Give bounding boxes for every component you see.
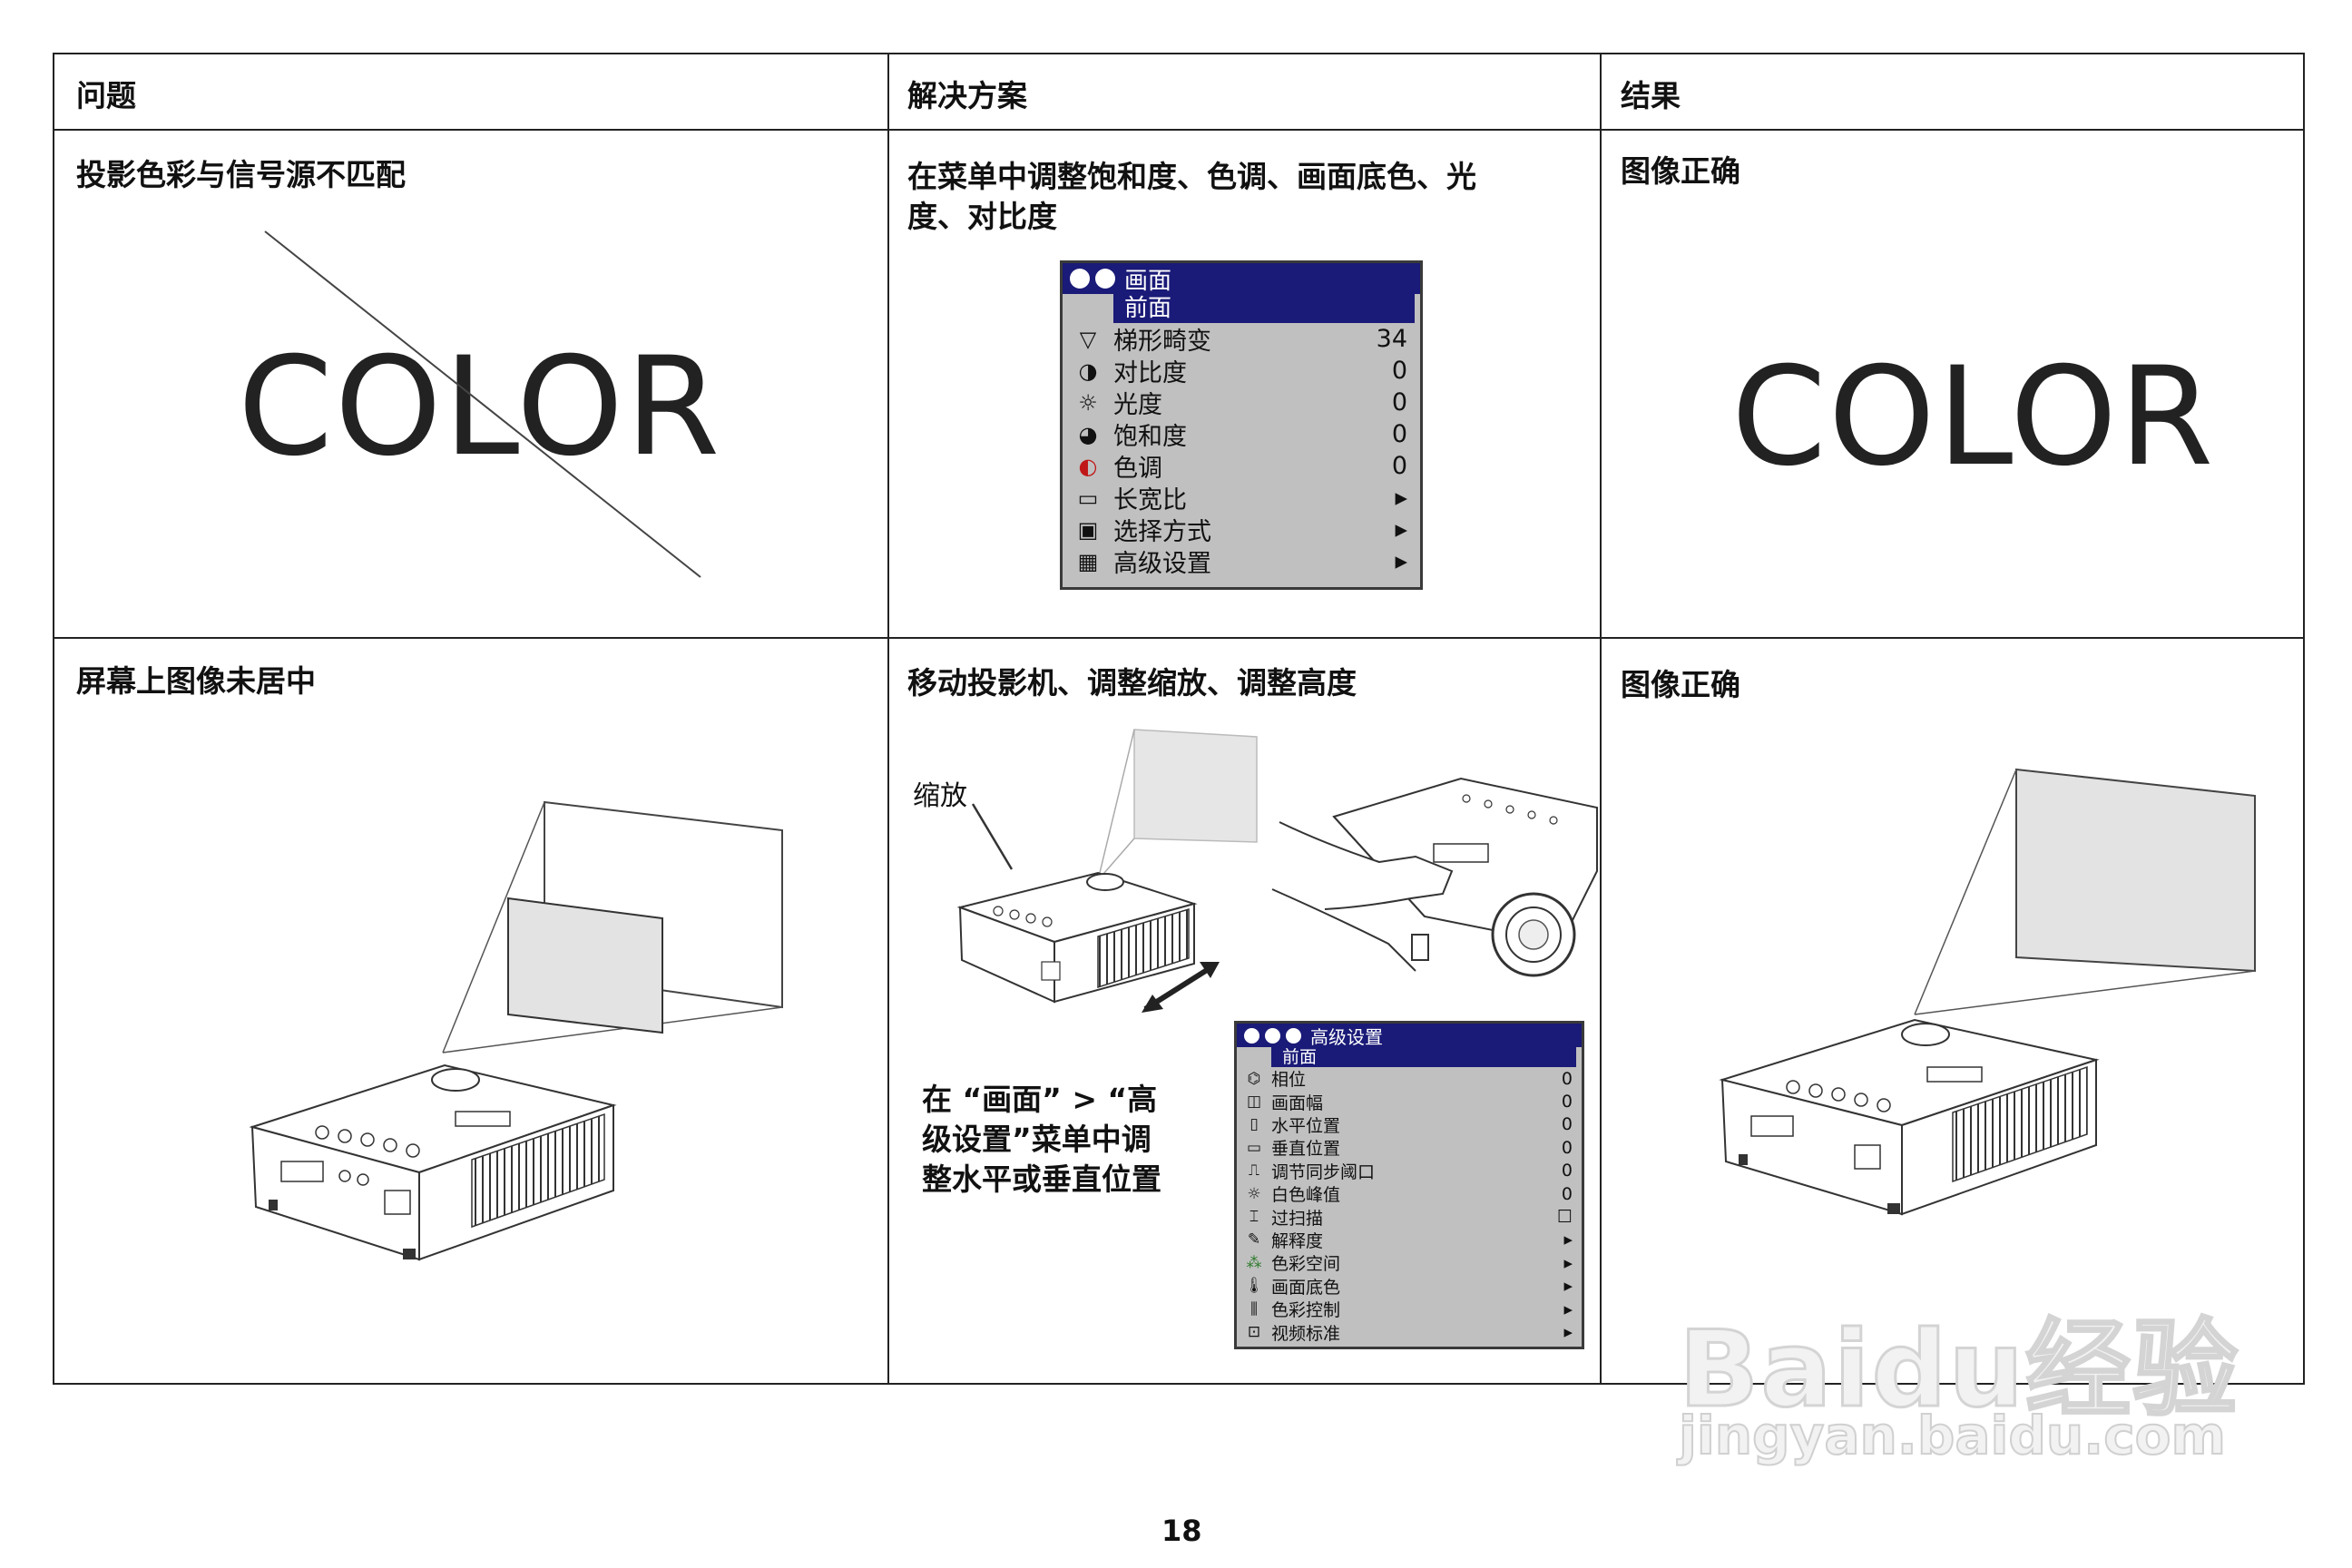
- troubleshooting-table: [53, 53, 2305, 1385]
- small-screen: [1133, 729, 1258, 843]
- horizontal-position-icon: ▯: [1250, 1115, 1259, 1134]
- brightness-icon: ☼: [1078, 389, 1098, 416]
- overscan-icon: ⌶: [1249, 1208, 1259, 1227]
- picture-menu-crumb[interactable]: 前面: [1113, 294, 1415, 323]
- menu-item-vertical-position[interactable]: ▭ 垂直位置 0: [1237, 1136, 1582, 1160]
- header-problem: 问题: [76, 78, 136, 113]
- overscan-checkbox[interactable]: ☐: [1556, 1207, 1573, 1228]
- zoom-direction-arrows: [1142, 962, 1220, 1013]
- menu-item-phase[interactable]: ⌬ 相位 0: [1237, 1067, 1582, 1091]
- row1-problem: 投影色彩与信号源不匹配: [76, 157, 406, 192]
- menu-item-keystone[interactable]: ▽ 梯形畸变 34: [1063, 323, 1420, 356]
- resolution-icon: ✎: [1247, 1230, 1261, 1250]
- menu-item-resolution[interactable]: ✎ 解释度 ▸: [1237, 1229, 1582, 1251]
- advanced-menu-titlebar: 高级设置: [1237, 1024, 1582, 1048]
- picture-menu-title: 画面: [1124, 267, 1172, 295]
- row1-result: 图像正确: [1621, 153, 1740, 189]
- menu-item-color-control[interactable]: ⫼ 色彩控制 ▸: [1237, 1298, 1582, 1321]
- menu-item-advanced[interactable]: ▦ 高级设置 ▸: [1063, 545, 1420, 578]
- header-solution: 解决方案: [907, 78, 1027, 113]
- menu-item-horizontal-position[interactable]: ▯ 水平位置 0: [1237, 1113, 1582, 1136]
- menu-dot-icon: [1070, 269, 1090, 289]
- advanced-menu: 高级设置 前面 ⌬ 相位 0 ◫ 画面幅 0 ▯ 水平位置 0 ▭ 垂直位置 0…: [1234, 1021, 1584, 1349]
- menu-item-brightness[interactable]: ☼ 光度 0: [1063, 387, 1420, 419]
- header-result: 结果: [1621, 78, 1681, 113]
- picture-menu: 画面 前面 ▽ 梯形畸变 34 ◑ 对比度 0 ☼ 光度 0 ◕ 饱和度 0 ◐…: [1060, 260, 1423, 590]
- projector-icon: [1719, 1018, 2100, 1216]
- zoom-pointer-line: [971, 803, 1014, 870]
- beam-line: [442, 801, 545, 1054]
- color-control-icon: ⫼: [1250, 1299, 1258, 1318]
- menu-item-white-peaking[interactable]: ☼ 白色峰值 0: [1237, 1182, 1582, 1206]
- aspect-ratio-icon: ▭: [1077, 485, 1099, 511]
- color-temperature-icon: 🌡: [1244, 1277, 1264, 1296]
- menu-dot-icon: [1286, 1027, 1301, 1044]
- projector-icon: [249, 1063, 617, 1261]
- strike-diagonal: [264, 230, 701, 578]
- beam-line: [442, 1006, 783, 1054]
- menu-item-sync-threshold[interactable]: ⎍ 调节同步阈口 0: [1237, 1160, 1582, 1182]
- menu-item-tracking[interactable]: ◫ 画面幅 0: [1237, 1090, 1582, 1113]
- baidu-watermark: Baidu经验: [1677, 1308, 2240, 1433]
- menu-item-saturation[interactable]: ◕ 饱和度 0: [1063, 418, 1420, 451]
- keystone-icon: ▽: [1079, 326, 1097, 352]
- menu-item-video-standard[interactable]: ⊡ 视频标准 ▸: [1237, 1320, 1582, 1344]
- row-divider: [54, 637, 2303, 639]
- menu-item-overscan[interactable]: ⌶ 过扫描 ☐: [1237, 1205, 1582, 1229]
- advanced-menu-title: 高级设置: [1310, 1025, 1383, 1048]
- advanced-menu-crumb[interactable]: 前面: [1271, 1047, 1576, 1067]
- menu-level-dots: [1244, 1027, 1301, 1044]
- adjust-position-instruction: 在 “画面” > “高 级设置”菜单中调 整水平或垂直位置: [922, 1082, 1161, 1197]
- saturation-icon: ◕: [1078, 421, 1098, 447]
- row1-solution-line1: 在菜单中调整饱和度、色调、画面底色、光: [907, 159, 1476, 194]
- color-sample-wrong: COLOR: [238, 328, 722, 486]
- hand-adjusting-lens-illustration: [1271, 777, 1598, 977]
- menu-item-presets[interactable]: ▣ 选择方式 ▸: [1063, 514, 1420, 546]
- menu-dot-icon: [1265, 1027, 1280, 1044]
- menu-item-tint[interactable]: ◐ 色调 0: [1063, 450, 1420, 483]
- menu-level-dots: [1070, 269, 1115, 289]
- vertical-position-icon: ▭: [1246, 1138, 1262, 1157]
- video-standard-icon: ⊡: [1247, 1322, 1261, 1341]
- beam-line: [1914, 970, 2256, 1015]
- page-number: 18: [1161, 1514, 1202, 1548]
- header-divider: [54, 129, 2303, 131]
- sync-threshold-icon: ⎍: [1249, 1161, 1259, 1181]
- presets-icon: ▣: [1077, 516, 1099, 543]
- projector-centered-scene: [1719, 768, 2256, 1216]
- menu-dot-icon: [1244, 1027, 1259, 1044]
- menu-item-color-temperature[interactable]: 🌡 画面底色 ▸: [1237, 1275, 1582, 1298]
- menu-item-aspect-ratio[interactable]: ▭ 长宽比 ▸: [1063, 482, 1420, 514]
- tracking-icon: ◫: [1246, 1093, 1262, 1112]
- baidu-watermark-url: jingyan.baidu.com: [1678, 1404, 2227, 1467]
- row2-solution: 移动投影机、调整缩放、调整高度: [907, 665, 1357, 701]
- tint-icon: ◐: [1078, 453, 1098, 479]
- phase-icon: ⌬: [1247, 1069, 1261, 1088]
- row2-problem: 屏幕上图像未居中: [76, 663, 316, 699]
- menu-item-color-space[interactable]: ⁂ 色彩空间 ▸: [1237, 1251, 1582, 1275]
- projector-icon: [956, 871, 1198, 1004]
- column-divider: [1600, 54, 1602, 1383]
- projected-image-off-center: [507, 897, 663, 1034]
- color-space-icon: ⁂: [1246, 1253, 1262, 1272]
- row2-result: 图像正确: [1621, 667, 1740, 702]
- advanced-icon: ▦: [1077, 548, 1099, 574]
- row1-solution-line2: 度、对比度: [907, 199, 1057, 234]
- projector-zoom-scene: [956, 729, 1598, 1013]
- color-sample-correct: COLOR: [1731, 338, 2216, 496]
- column-divider: [887, 54, 889, 1383]
- contrast-icon: ◑: [1078, 358, 1098, 384]
- menu-item-contrast[interactable]: ◑ 对比度 0: [1063, 355, 1420, 387]
- projected-image-centered: [2015, 768, 2256, 973]
- picture-menu-titlebar: 画面: [1063, 263, 1420, 295]
- beam-line: [1097, 729, 1135, 881]
- zoom-label: 缩放: [913, 780, 967, 812]
- beam-line: [1914, 769, 2017, 1015]
- menu-dot-icon: [1095, 269, 1115, 289]
- projector-off-center-scene: [249, 800, 783, 1261]
- white-peaking-icon: ☼: [1247, 1184, 1261, 1203]
